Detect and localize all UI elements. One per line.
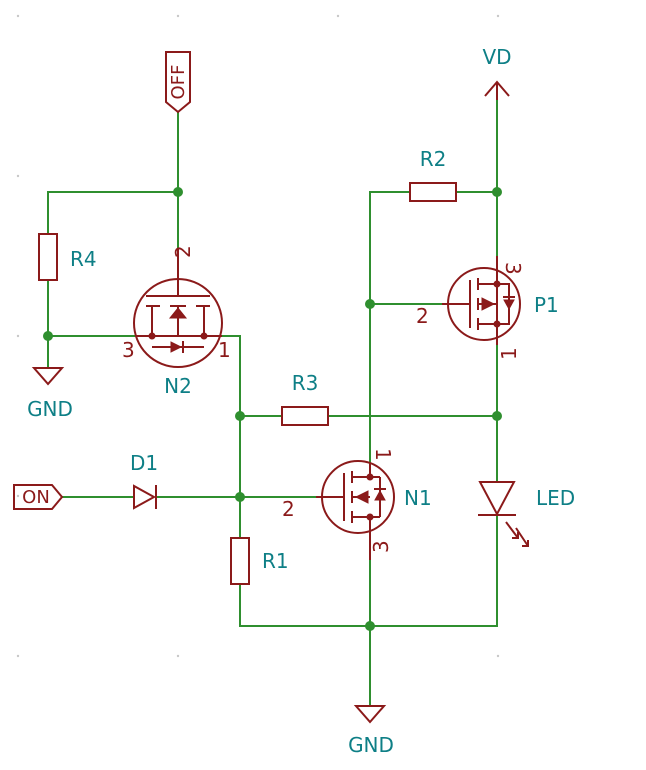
mosfet-n2: 2 3 1 N2 — [122, 245, 231, 398]
gnd-left-symbol: GND — [27, 367, 73, 421]
r1-label: R1 — [262, 549, 289, 573]
vd-power-symbol: VD — [482, 45, 512, 100]
d1-label: D1 — [130, 451, 158, 475]
on-label: ON — [13, 484, 64, 510]
vd-label: VD — [482, 45, 511, 69]
p1-gate-pin: 2 — [416, 304, 429, 328]
junctions — [43, 187, 502, 631]
n2-drain-pin: 1 — [218, 338, 231, 362]
n1-source-pin: 3 — [369, 540, 393, 553]
mosfet-n1: 2 1 3 N1 — [282, 448, 432, 560]
r2-label: R2 — [420, 147, 447, 171]
gnd-left-label: GND — [27, 397, 73, 421]
n2-source-pin: 3 — [122, 338, 135, 362]
p1-source-pin: 3 — [501, 262, 525, 275]
wires — [47, 95, 498, 707]
r4-label: R4 — [70, 247, 97, 271]
mosfet-p1: 2 3 1 P1 — [416, 256, 559, 360]
resistor-r1: R1 — [230, 537, 289, 585]
resistor-r2: R2 — [409, 147, 457, 202]
diode-d1: D1 — [130, 451, 158, 510]
p1-label: P1 — [534, 293, 559, 317]
n1-drain-pin: 1 — [371, 448, 395, 461]
n1-label: N1 — [404, 486, 432, 510]
gnd-bottom-symbol: GND — [348, 705, 394, 757]
p1-drain-pin: 1 — [497, 347, 521, 360]
grid-dots — [16, 14, 500, 658]
led-label: LED — [536, 486, 575, 510]
n2-gate-pin: 2 — [171, 245, 195, 258]
led: LED — [478, 481, 575, 547]
off-label-text: OFF — [168, 65, 189, 100]
off-label: OFF — [165, 51, 191, 114]
gnd-bottom-label: GND — [348, 733, 394, 757]
resistor-r3: R3 — [281, 371, 329, 426]
n2-label: N2 — [164, 374, 192, 398]
r3-label: R3 — [292, 371, 319, 395]
resistor-r4: R4 — [38, 233, 97, 281]
n1-gate-pin: 2 — [282, 497, 295, 521]
on-label-text: ON — [22, 487, 50, 508]
